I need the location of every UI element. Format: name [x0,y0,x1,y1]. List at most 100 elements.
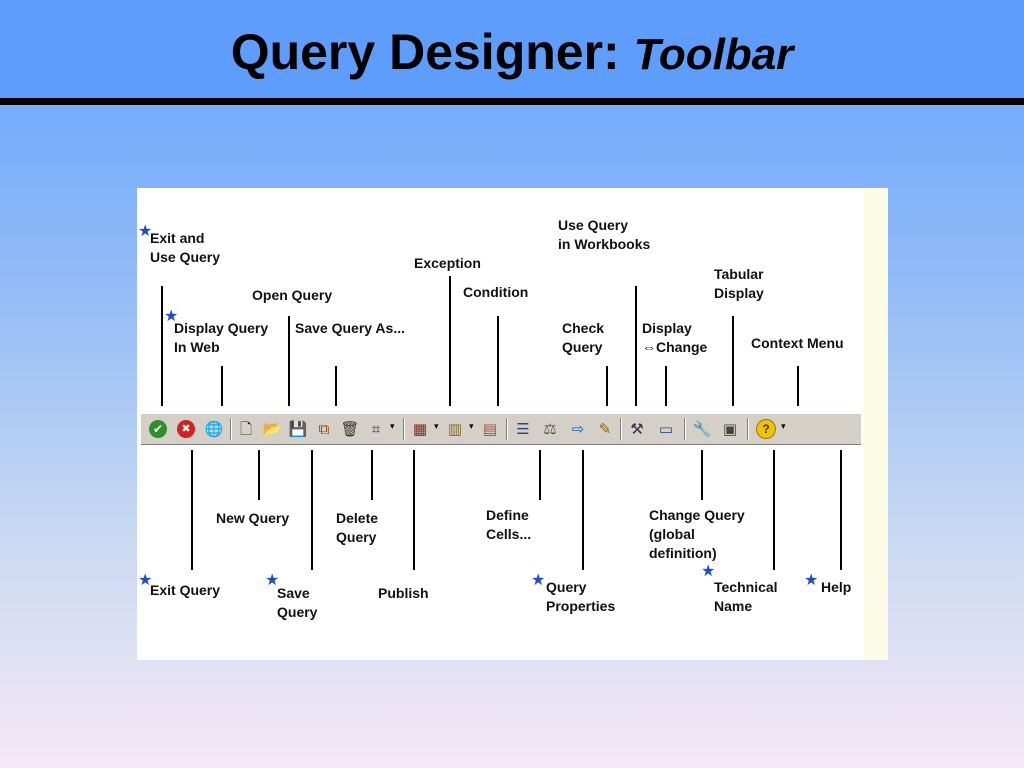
connector-line [773,450,775,570]
label-tabular-display: Tabular Display [714,265,764,303]
wrench-icon: 🔧 [692,420,712,438]
save-query-button[interactable]: 💾 [287,418,309,440]
save-icon: 💾 [288,420,308,438]
connector-line [840,450,842,570]
exception-button[interactable]: ▦ [409,418,431,440]
toolbar-separator [684,418,686,440]
connector-line [311,450,313,570]
label-line: Name [714,598,753,614]
label-line: Delete [336,510,379,526]
new-query-button[interactable]: 🗋 [235,418,257,440]
help-button[interactable]: ? [755,418,777,440]
define-cells-button[interactable]: ▤ [479,418,501,440]
use-query-in-workbooks-button[interactable]: ⇨ [567,418,589,440]
star-icon: ★ [164,308,179,325]
connector-line [582,450,584,570]
label-help: Help [821,579,852,595]
label-line: Use Query [150,249,221,265]
connector-line [606,366,608,406]
exit-query-button[interactable]: ✖ [175,418,197,440]
label-exit-and-use-query: Exit and Use Query [150,229,220,267]
label-line: Query [546,579,587,595]
label-line: in Workbooks [558,236,651,252]
star-icon: ★ [138,223,153,240]
label-line: Properties [546,598,616,614]
help-icon: ? [756,419,776,439]
grid-cells-icon: ▤ [482,420,498,438]
connector-line [288,316,290,406]
label-line: Save [277,585,310,601]
pencil-icon: ✎ [598,420,612,438]
technical-name-button[interactable]: 🔧 [691,418,713,440]
connector-line [161,286,163,406]
label-line: In Web [174,339,220,355]
exception-icon: ▦ [412,420,428,438]
title-main: Query Designer: [230,24,620,80]
connector-line [413,450,415,570]
star-icon: ★ [531,572,546,589]
arrow-right-icon: ⇨ [571,420,585,438]
star-icon: ★ [265,572,280,589]
connector-line [701,450,703,500]
label-line: Define [486,507,529,523]
toolbar-separator [506,418,508,440]
connector-line [449,276,451,406]
tabular-display-icon: ▭ [658,420,674,438]
label-line: Tabular [714,266,764,282]
label-context-menu: Context Menu [751,335,844,351]
label-line: Exit and [150,230,205,246]
slide-title: Query Designer: Toolbar [0,22,1024,85]
change-query-global-button[interactable]: ⚒ [626,418,648,440]
star-icon: ★ [701,563,716,580]
display-query-in-web-button[interactable]: 🌐 [203,418,225,440]
label-line: ⇔Change [642,339,708,355]
label-display-query-in-web: Display Query In Web [174,319,268,357]
change-query-icon: ⚒ [630,420,644,438]
label-line: Query [277,604,318,620]
x-circle-icon: ✖ [177,420,195,438]
toolbar-diagram: ★ Exit and Use Query ★ Display Query In … [137,188,888,660]
delete-query-button[interactable]: 🗑 [339,418,361,440]
label-line: Query [336,529,377,545]
publish-button[interactable]: ⌗ [365,418,387,440]
exception-dropdown-icon[interactable]: ▾ [434,422,439,432]
toolbar-separator [403,418,405,440]
label-condition: Condition [463,284,529,300]
open-query-button[interactable]: 📂 [261,418,283,440]
folder-open-icon: 📂 [262,420,282,438]
context-menu-button[interactable]: ▣ [719,418,741,440]
connector-line [797,366,799,406]
toolbar-separator [747,418,749,440]
label-save-query: Save Query [277,584,317,622]
label-line: Use Query [558,217,629,233]
tabular-display-button[interactable]: ▭ [655,418,677,440]
query-properties-button[interactable]: ☰ [512,418,534,440]
label-delete-query: Delete Query [336,509,378,547]
connector-line [497,316,499,406]
save-query-as-button[interactable]: ⧉ [313,418,335,440]
star-icon: ★ [804,572,819,589]
label-line: Cells... [486,526,532,542]
connector-line [335,366,337,406]
label-exception: Exception [414,255,481,271]
condition-button[interactable]: ▥ [444,418,466,440]
connector-line [539,450,541,500]
properties-icon: ☰ [516,420,530,438]
check-query-button[interactable]: ⚖ [539,418,561,440]
context-menu-icon: ▣ [722,420,738,438]
connector-line [191,450,193,570]
condition-dropdown-icon[interactable]: ▾ [469,422,474,432]
display-change-button[interactable]: ✎ [594,418,616,440]
label-line: Check [562,320,605,336]
label-query-properties: Query Properties [546,578,615,616]
connector-line [258,450,260,500]
title-rule [0,98,1024,105]
label-line: definition) [649,545,717,561]
help-dropdown-icon[interactable]: ▾ [781,422,786,432]
label-line: Technical [714,579,778,595]
publish-dropdown-icon[interactable]: ▾ [390,422,395,432]
connector-line [635,286,637,406]
exit-and-use-query-button[interactable]: ✔ [147,418,169,440]
label-change-query-global: Change Query (global definition) [649,506,745,563]
condition-icon: ▥ [447,420,463,438]
